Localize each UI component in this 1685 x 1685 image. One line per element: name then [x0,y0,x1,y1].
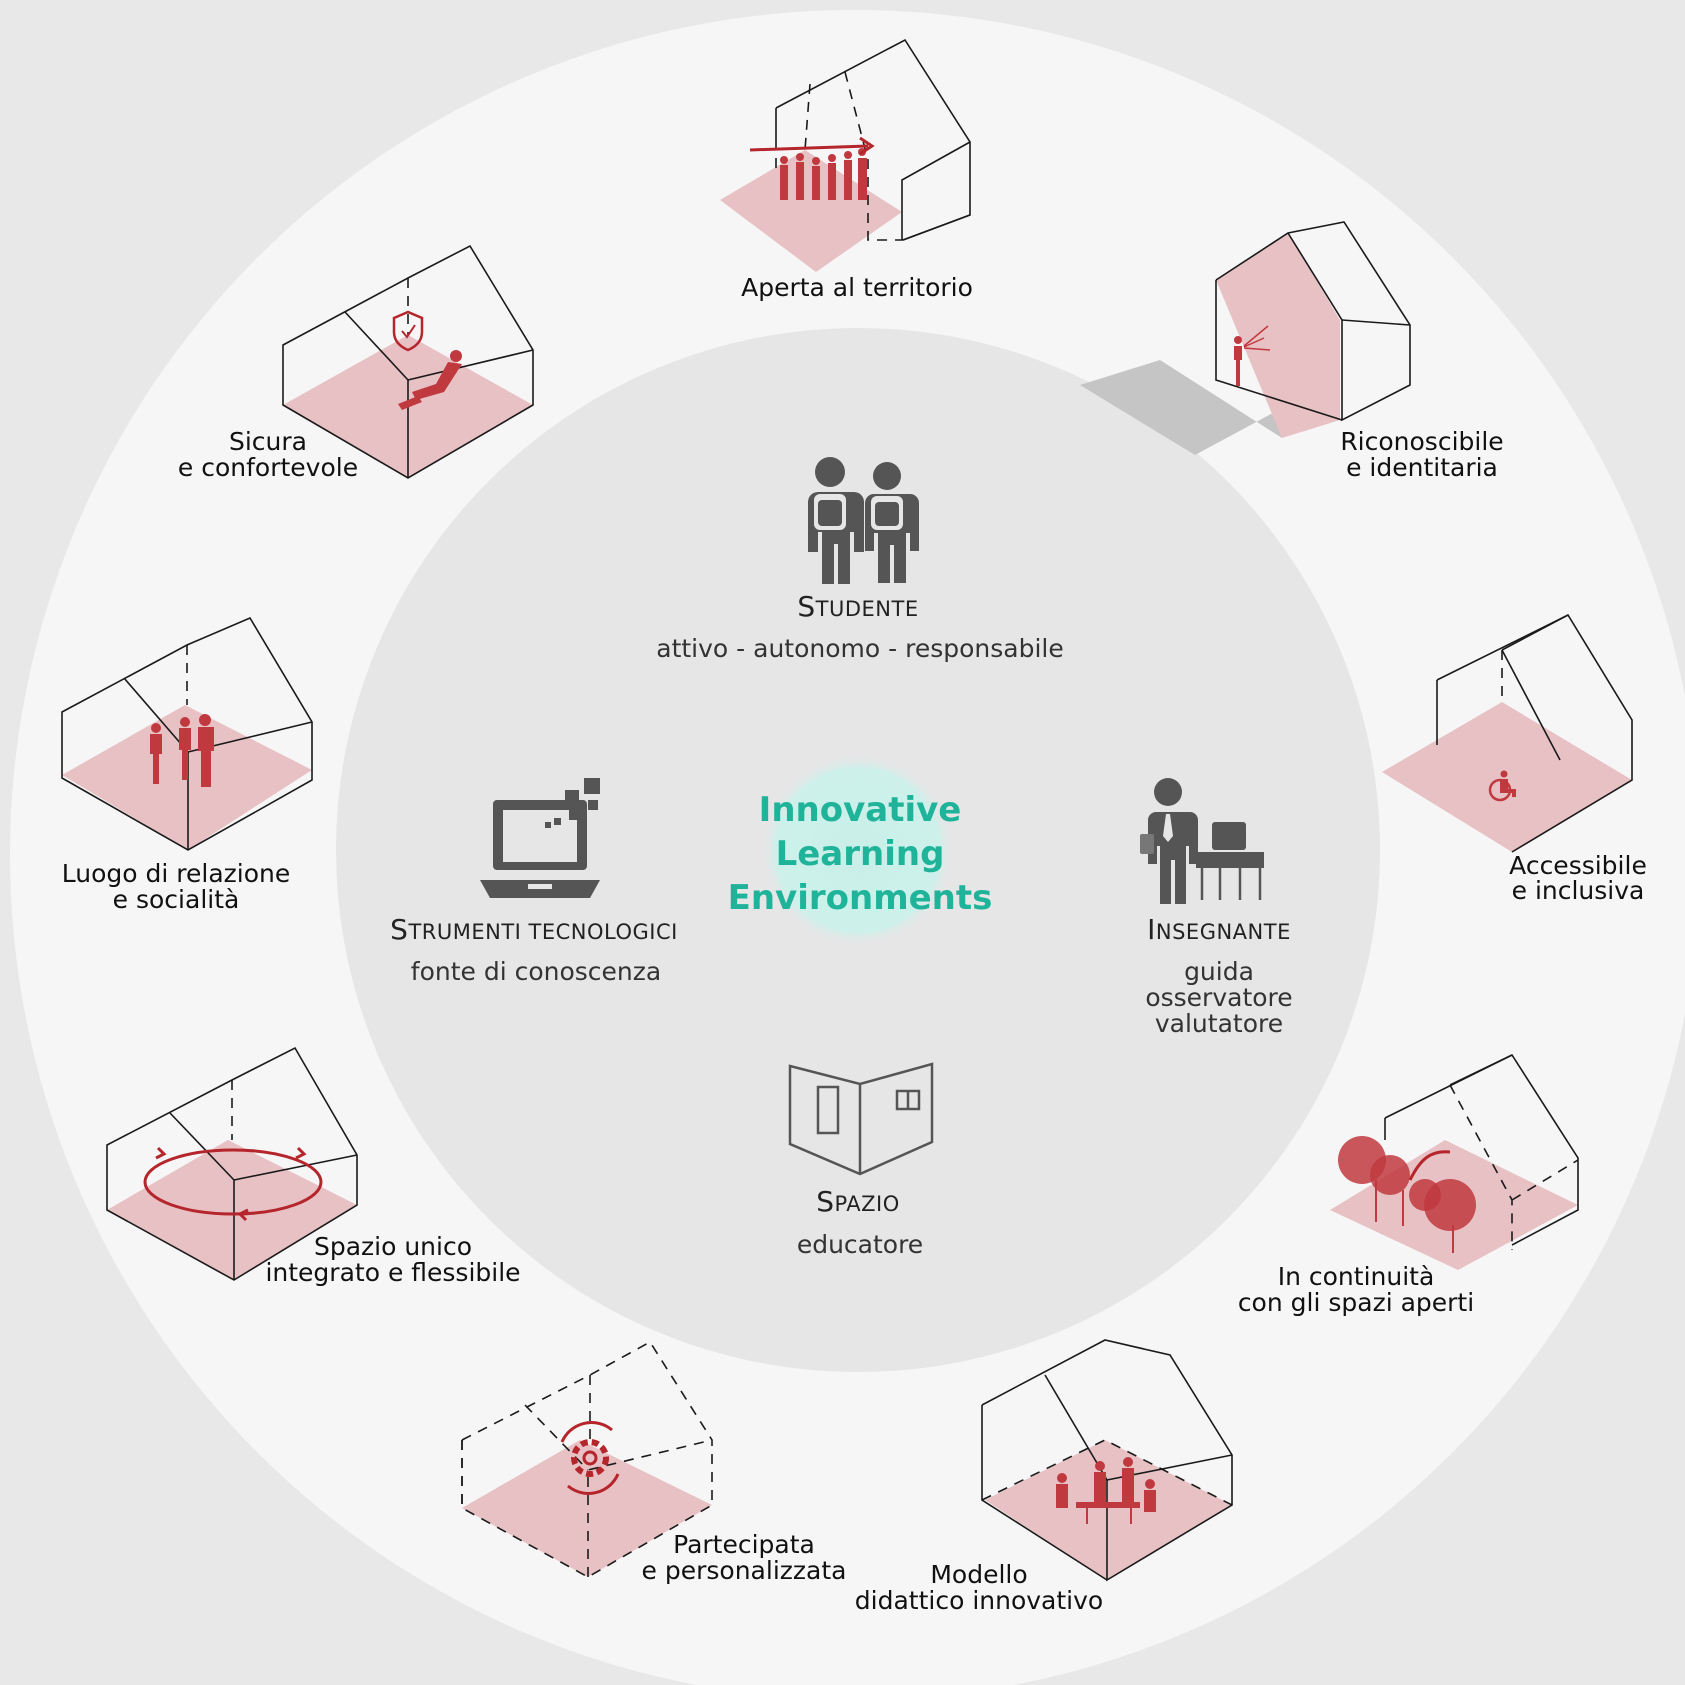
insegnante-line3: valutatore [1155,1009,1283,1038]
label-accessibile-2: e inclusiva [1512,876,1645,905]
wheelchair-icon [1488,770,1516,802]
label-luogo-2: e socialità [113,885,240,914]
center-glow [762,754,954,946]
insegnante-line1: guida [1184,957,1254,986]
insegnante-line2: osservatore [1145,983,1292,1012]
house-continuita: In continuità con gli spazi aperti [1238,1053,1579,1317]
arrow-right-icon [749,144,869,152]
label-spazio-unico-1: Spazio unico [314,1232,472,1261]
strumenti-title: STRUMENTI TECNOLOGICI [390,913,678,946]
label-luogo-1: Luogo di relazione [62,859,290,888]
label-riconoscibile-1: Riconoscibile [1340,427,1503,456]
signal-person-icon [1234,336,1242,386]
house-modello: Modello didattico innovativo [855,1339,1233,1615]
meeting-table-icon [1056,1457,1156,1524]
label-modello-1: Modello [930,1560,1027,1589]
label-spazio-unico-2: integrato e flessibile [265,1258,520,1287]
label-partecipata-2: e personalizzata [642,1556,847,1585]
students-icon [806,457,919,584]
house-sicura: Sicura e confortevole [178,244,534,482]
house-spazio-unico: Spazio unico integrato e flessibile [106,1046,521,1287]
teacher-icon [1140,778,1264,904]
house-riconoscibile: Riconoscibile e identitaria [1080,221,1504,482]
studente-title: STUDENTE [797,590,918,623]
standing-group-icon [150,714,214,787]
center-title-line3: Environments [728,878,993,918]
label-riconoscibile-2: e identitaria [1346,453,1498,482]
center-title-line2: Learning [776,834,945,874]
label-modello-2: didattico innovativo [855,1586,1103,1615]
label-sicura-2: e confortevole [178,453,358,482]
center-title: Innovative Learning Environments [728,790,993,918]
label-accessibile-1: Accessibile [1509,851,1647,880]
insegnante-title: INSEGNANTE [1147,913,1291,946]
label-continuita-1: In continuità [1278,1262,1435,1291]
label-aperta: Aperta al territorio [741,273,973,302]
curved-arrow-icon [1408,1150,1451,1181]
label-sicura-1: Sicura [229,427,307,456]
house-luogo: Luogo di relazione e socialità [61,616,313,914]
label-continuita-2: con gli spazi aperti [1238,1288,1474,1317]
house-accessibile: Accessibile e inclusiva [1382,613,1647,905]
circular-arrows-icon [143,1148,323,1216]
studente-subtitle: attivo - autonomo - responsabile [656,634,1063,663]
trees-icon [1338,1136,1476,1253]
laptop-icon [480,778,600,898]
strumenti-subtitle: fonte di conoscenza [411,957,661,986]
spazio-subtitle: educatore [797,1230,923,1259]
shield-icon [392,310,424,352]
room-icon [788,1062,934,1176]
house-aperta: Aperta al territorio [720,38,973,302]
center-title-line1: Innovative [759,790,962,830]
house-partecipata: Partecipata e personalizzata [461,1340,847,1585]
gear-cycle-icon [560,1421,620,1495]
spazio-title: SPAZIO [816,1185,900,1218]
reclining-person-icon [398,350,462,410]
label-partecipata-1: Partecipata [673,1530,815,1559]
